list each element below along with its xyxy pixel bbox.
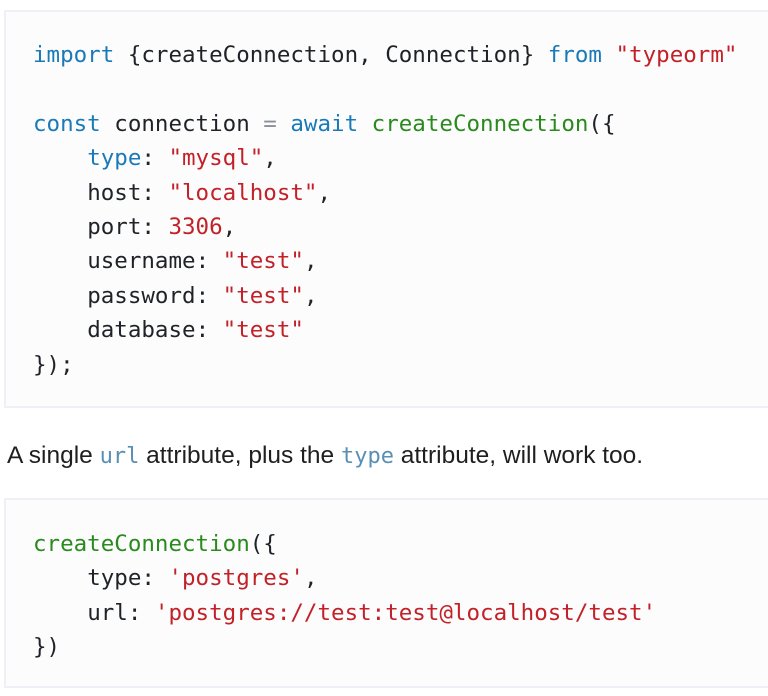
- identifier-createConnection: createConnection: [141, 42, 359, 68]
- keyword-const: const: [33, 110, 101, 137]
- space: [277, 111, 291, 137]
- module-string: "typeorm": [615, 42, 738, 68]
- line-createConnection: createConnection({: [33, 531, 277, 557]
- prop-key: url: [87, 599, 128, 626]
- trail: ,: [263, 145, 277, 172]
- prop-key: host: [87, 179, 142, 206]
- closing-brace: }): [33, 634, 61, 661]
- prop-line-type: type: 'postgres',: [33, 565, 317, 591]
- colon: :: [141, 565, 169, 592]
- prop-key: database: [87, 317, 196, 344]
- prop-value: 'postgres': [168, 565, 304, 592]
- paren-brace-open: ({: [249, 531, 277, 557]
- function-createConnection: createConnection: [33, 531, 250, 557]
- text-middle: attribute, plus the: [139, 442, 341, 469]
- colon: :: [127, 599, 155, 626]
- prop-line-database: database: "test": [33, 317, 304, 343]
- code-block-url-config: createConnection({ type: 'postgres', url…: [4, 498, 768, 688]
- function-createConnection: createConnection: [371, 110, 589, 137]
- keyword-from: from: [547, 42, 602, 68]
- trail: ,: [303, 282, 318, 309]
- paragraph-text: A single url attribute, plus the type at…: [7, 438, 643, 475]
- keyword-await: await: [290, 110, 359, 137]
- text-before: A single: [7, 442, 100, 469]
- colon: :: [195, 282, 223, 309]
- line-import: import {createConnection, Connection} fr…: [33, 42, 737, 68]
- prop-value: "test": [222, 248, 304, 275]
- space: [602, 42, 616, 68]
- prop-line-url: url: 'postgres://test:test@localhost/tes…: [33, 600, 656, 626]
- colon: :: [195, 248, 223, 275]
- prop-line-port: port: 3306,: [33, 214, 236, 240]
- prop-line-password: password: "test",: [33, 283, 317, 309]
- keyword-import: import: [33, 42, 115, 68]
- trail: ,: [303, 248, 318, 275]
- prop-key: type: [87, 565, 142, 592]
- prop-value: "test": [222, 282, 304, 309]
- colon: :: [141, 214, 169, 241]
- comma: ,: [358, 42, 386, 68]
- prop-value: "test": [222, 317, 304, 344]
- prop-key: password: [87, 282, 196, 309]
- inline-code-type: type: [340, 444, 394, 469]
- trail: ,: [317, 179, 332, 206]
- colon: :: [141, 179, 169, 206]
- prop-value: 'postgres://test:test@localhost/test': [154, 599, 657, 626]
- closing-brace: });: [33, 351, 74, 378]
- space: [358, 111, 372, 137]
- line-const: const connection = await createConnectio…: [33, 111, 616, 137]
- code-content: createConnection({ type: 'postgres', url…: [33, 527, 656, 665]
- trail: ,: [303, 565, 318, 592]
- prop-key: username: [87, 248, 196, 275]
- prop-key: port: [87, 214, 142, 241]
- variable-connection: connection: [100, 110, 264, 137]
- prop-key: type: [87, 145, 142, 172]
- colon: :: [195, 317, 223, 344]
- prop-line-username: username: "test",: [33, 248, 317, 274]
- code-block-connection-config: import {createConnection, Connection} fr…: [4, 10, 768, 408]
- code-content: import {createConnection, Connection} fr…: [33, 38, 737, 382]
- operator-equals: =: [263, 110, 277, 137]
- prop-value: "localhost": [168, 179, 318, 206]
- identifier-Connection: Connection: [385, 42, 521, 68]
- trail: ,: [222, 214, 237, 241]
- prop-line-type: type: "mysql",: [33, 145, 277, 171]
- brace-close: }: [520, 42, 548, 68]
- colon: :: [141, 145, 169, 172]
- paren-brace-open: ({: [588, 110, 616, 137]
- text-after: attribute, will work too.: [393, 442, 644, 469]
- prop-line-host: host: "localhost",: [33, 180, 331, 206]
- prop-value: "mysql": [168, 145, 264, 172]
- prop-value: 3306: [168, 214, 223, 241]
- inline-code-url: url: [99, 444, 140, 469]
- brace-open: {: [114, 42, 142, 68]
